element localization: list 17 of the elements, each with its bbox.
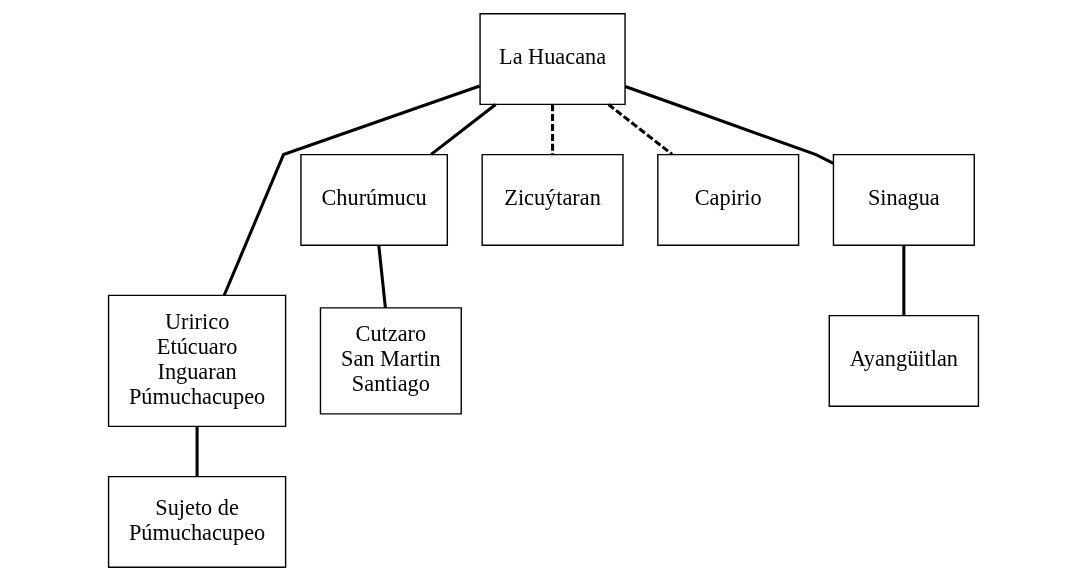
connector — [607, 103, 674, 156]
node-box: Capirio — [657, 153, 800, 246]
connector — [551, 104, 555, 155]
node-box: Sujeto de Púmuchacupeo — [107, 475, 287, 568]
connector — [377, 245, 387, 308]
node-box: Churúmucu — [300, 153, 448, 246]
node-box: Zicuýtaran — [481, 153, 624, 246]
node-box: Uririco Etúcuaro Inguaran Púmuchacupeo — [107, 294, 287, 428]
connector — [430, 103, 497, 156]
node-box: La Huacana — [479, 13, 626, 106]
node-box: Sinagua — [832, 153, 975, 246]
connector — [624, 85, 835, 165]
connector — [902, 245, 906, 316]
node-box: Ayangüitlan — [828, 314, 980, 407]
connector — [195, 426, 199, 477]
connector — [222, 84, 481, 296]
node-box: Cutzaro San Martin Santiago — [319, 307, 462, 415]
